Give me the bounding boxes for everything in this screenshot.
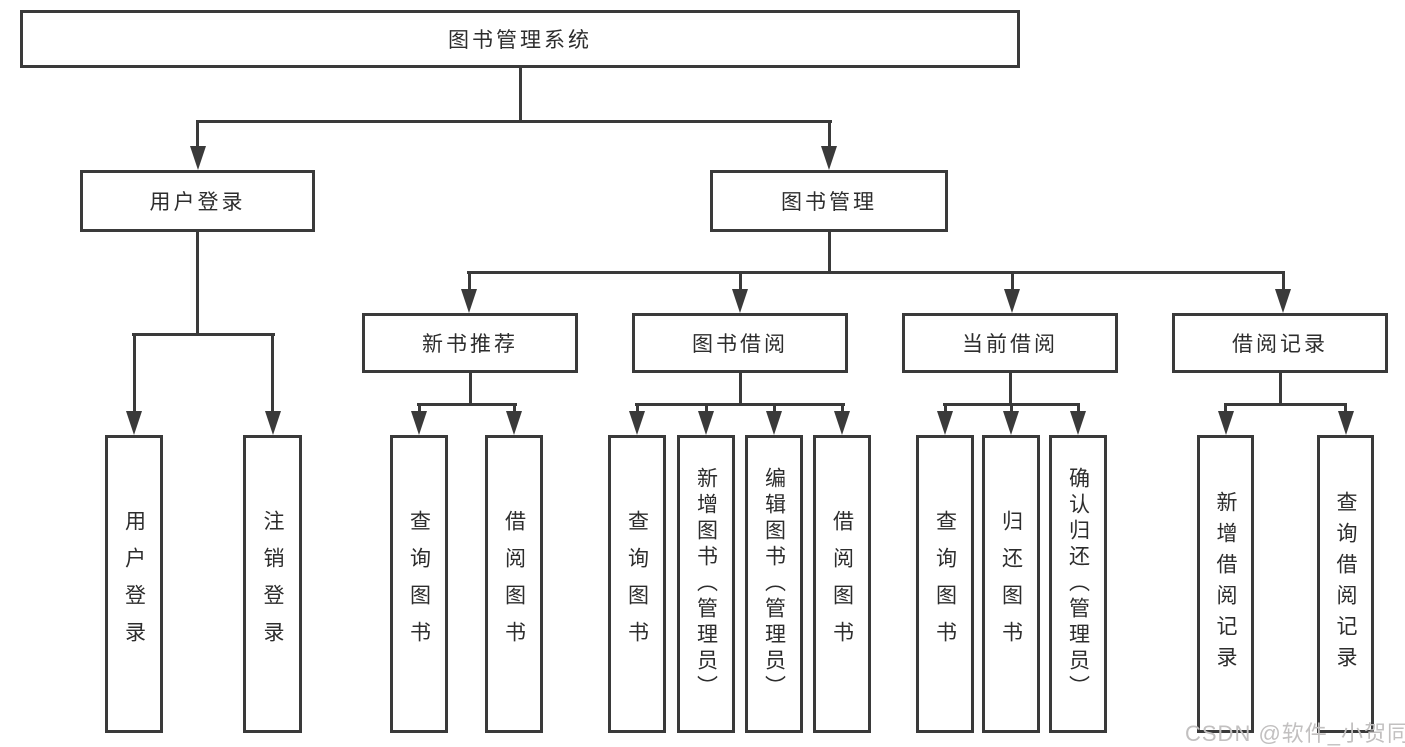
node-book-management: 图书管理 bbox=[710, 170, 948, 232]
leaf-add-books-admin: 新增图书（管理员） bbox=[677, 435, 735, 733]
arrow-down-icon bbox=[698, 411, 714, 435]
node-label: 图书借阅 bbox=[692, 333, 788, 356]
connector-borrow-drop-3 bbox=[772, 403, 776, 413]
arrow-down-icon bbox=[834, 411, 850, 435]
arrow-down-icon bbox=[732, 289, 748, 313]
connector-borrow-stem bbox=[738, 373, 742, 406]
leaf-label: 注销登录 bbox=[261, 510, 284, 658]
connector-borrow-bar bbox=[635, 403, 845, 406]
leaf-label: 查询借阅记录 bbox=[1334, 491, 1357, 677]
connector-mgmt-drop-1 bbox=[467, 271, 471, 291]
arrow-down-icon bbox=[1003, 411, 1019, 435]
leaf-label: 查询图书 bbox=[933, 510, 957, 658]
node-label: 用户登录 bbox=[149, 191, 246, 214]
connector-mgmt-drop-4 bbox=[1281, 271, 1285, 291]
node-label: 当前借阅 bbox=[962, 333, 1058, 356]
arrow-down-icon bbox=[821, 146, 837, 170]
connector-mgmt-drop-3 bbox=[1010, 271, 1014, 291]
leaf-query-books-current: 查询图书 bbox=[916, 435, 974, 733]
connector-records-drop-1 bbox=[1224, 403, 1227, 413]
connector-login-bar bbox=[132, 333, 275, 336]
connector-borrow-drop-1 bbox=[635, 403, 639, 413]
connector-root-drop-2 bbox=[827, 120, 831, 148]
arrow-down-icon bbox=[1337, 411, 1354, 435]
connector-root-drop-1 bbox=[196, 120, 199, 148]
arrow-down-icon bbox=[461, 289, 477, 313]
node-label: 图书管理系统 bbox=[448, 29, 592, 52]
node-label: 新书推荐 bbox=[422, 333, 518, 356]
arrow-down-icon bbox=[1275, 289, 1291, 313]
leaf-borrow-books: 借阅图书 bbox=[813, 435, 871, 733]
connector-root-bar bbox=[196, 120, 832, 123]
node-label: 借阅记录 bbox=[1232, 333, 1328, 356]
leaf-edit-books-admin: 编辑图书（管理员） bbox=[745, 435, 803, 733]
connector-login-stem bbox=[196, 232, 199, 336]
leaf-logout: 注销登录 bbox=[243, 435, 302, 733]
connector-mgmt-stem bbox=[827, 232, 831, 274]
arrow-down-icon bbox=[629, 411, 645, 435]
leaf-label: 确认归还（管理员） bbox=[1066, 467, 1090, 701]
leaf-query-books-recommend: 查询图书 bbox=[390, 435, 448, 733]
node-label: 图书管理 bbox=[781, 191, 877, 214]
leaf-label: 借阅图书 bbox=[502, 510, 526, 658]
connector-current-drop-3 bbox=[1076, 403, 1080, 413]
arrow-down-icon bbox=[189, 146, 206, 170]
arrow-down-icon bbox=[506, 411, 522, 435]
connector-records-stem bbox=[1278, 373, 1282, 406]
node-root-library-system: 图书管理系统 bbox=[20, 10, 1020, 68]
connector-records-bar bbox=[1224, 403, 1347, 406]
leaf-label: 用户登录 bbox=[122, 510, 146, 658]
node-current-borrow: 当前借阅 bbox=[902, 313, 1118, 373]
leaf-query-borrow-record: 查询借阅记录 bbox=[1317, 435, 1374, 733]
arrow-down-icon bbox=[937, 411, 953, 435]
arrow-down-icon bbox=[766, 411, 782, 435]
node-borrow-records: 借阅记录 bbox=[1172, 313, 1388, 373]
leaf-label: 编辑图书（管理员） bbox=[762, 467, 786, 701]
connector-records-drop-2 bbox=[1344, 403, 1347, 413]
leaf-label: 归还图书 bbox=[999, 510, 1023, 658]
connector-recommend-bar bbox=[417, 403, 517, 406]
leaf-label: 新增借阅记录 bbox=[1214, 491, 1237, 677]
leaf-confirm-return-admin: 确认归还（管理员） bbox=[1049, 435, 1107, 733]
leaf-return-books: 归还图书 bbox=[982, 435, 1040, 733]
connector-root-stem bbox=[518, 68, 522, 122]
leaf-label: 查询图书 bbox=[407, 510, 431, 658]
arrow-down-icon bbox=[1070, 411, 1086, 435]
node-user-login: 用户登录 bbox=[80, 170, 315, 232]
connector-borrow-drop-2 bbox=[704, 403, 708, 413]
connector-mgmt-bar bbox=[467, 271, 1284, 274]
arrow-down-icon bbox=[264, 411, 281, 435]
watermark: CSDN @软件_小贺同学 bbox=[1185, 721, 1405, 746]
connector-borrow-drop-4 bbox=[840, 403, 844, 413]
arrow-down-icon bbox=[1004, 289, 1020, 313]
connector-login-drop-1 bbox=[132, 333, 136, 413]
connector-recommend-drop-2 bbox=[512, 403, 516, 413]
connector-login-drop-2 bbox=[271, 333, 274, 413]
connector-recommend-drop-1 bbox=[417, 403, 421, 413]
leaf-user-login: 用户登录 bbox=[105, 435, 163, 733]
connector-current-drop-2 bbox=[1009, 403, 1013, 413]
node-book-borrow: 图书借阅 bbox=[632, 313, 848, 373]
arrow-down-icon bbox=[126, 411, 142, 435]
leaf-borrow-books-recommend: 借阅图书 bbox=[485, 435, 543, 733]
leaf-label: 查询图书 bbox=[625, 510, 649, 658]
leaf-add-borrow-record: 新增借阅记录 bbox=[1197, 435, 1254, 733]
leaf-query-books-borrow: 查询图书 bbox=[608, 435, 666, 733]
leaf-label: 借阅图书 bbox=[830, 510, 854, 658]
leaf-label: 新增图书（管理员） bbox=[694, 467, 718, 701]
node-new-book-recommend: 新书推荐 bbox=[362, 313, 578, 373]
connector-mgmt-drop-2 bbox=[738, 271, 742, 291]
connector-recommend-stem bbox=[468, 373, 472, 406]
arrow-down-icon bbox=[1217, 411, 1234, 435]
connector-current-stem bbox=[1008, 373, 1012, 406]
arrow-down-icon bbox=[411, 411, 427, 435]
connector-current-drop-1 bbox=[943, 403, 947, 413]
